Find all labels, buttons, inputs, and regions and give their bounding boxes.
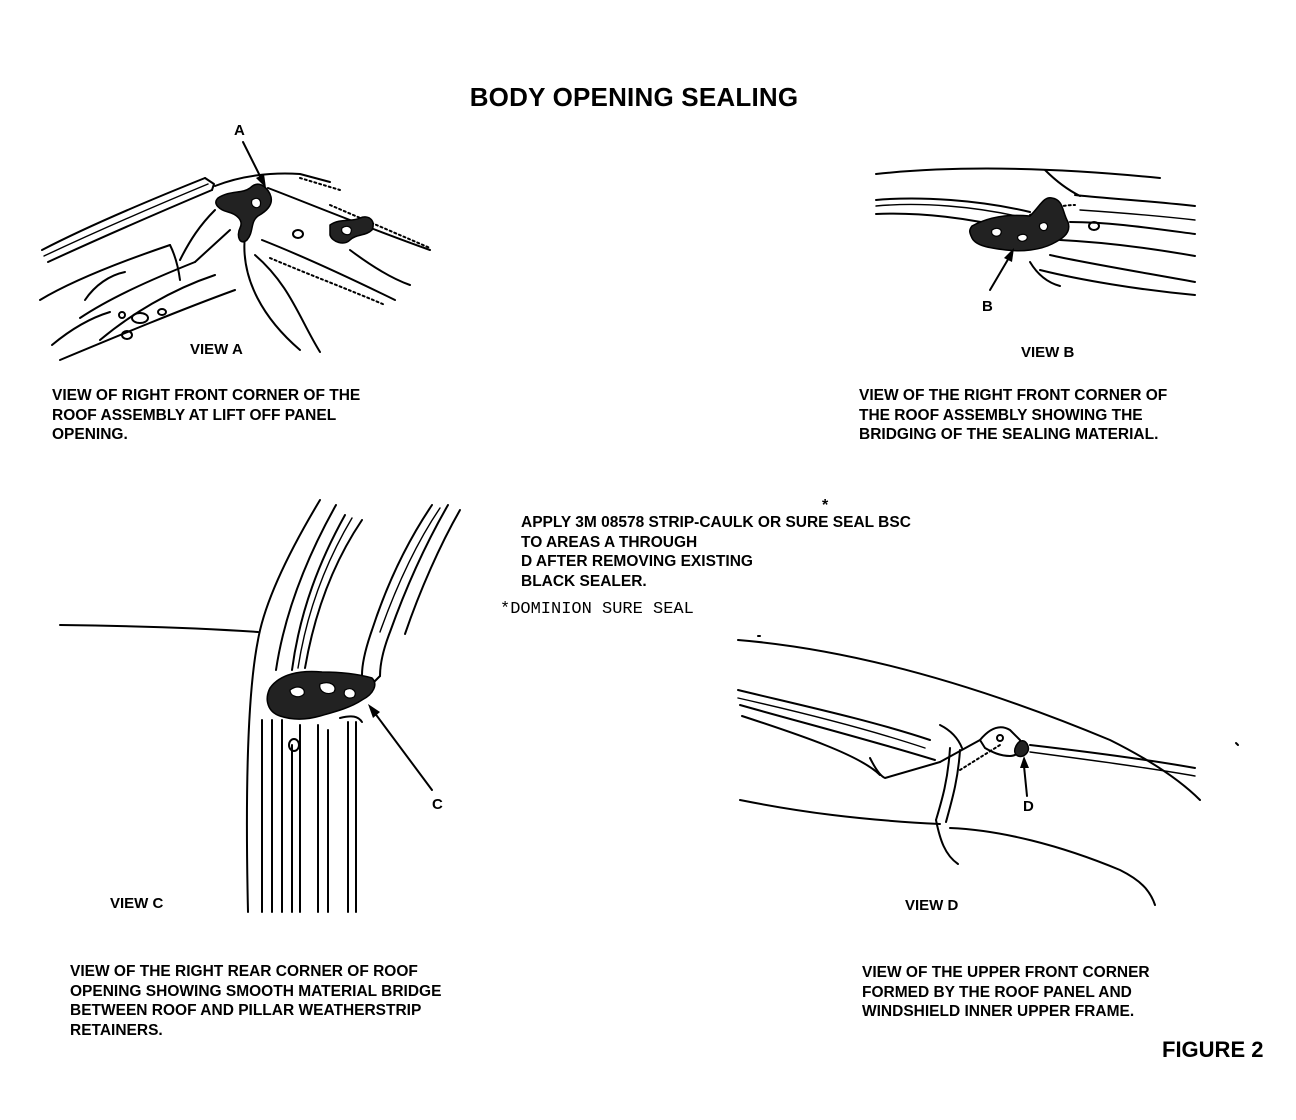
view-d-illustration <box>737 635 1239 906</box>
caption-line: FORMED BY THE ROOF PANEL AND <box>862 983 1132 1001</box>
caption-line: THE ROOF ASSEMBLY SHOWING THE <box>859 406 1143 424</box>
caption-line: BETWEEN ROOF AND PILLAR WEATHERSTRIP <box>70 1002 422 1019</box>
callout-a: A <box>234 122 245 139</box>
caption-line: VIEW OF THE UPPER FRONT CORNER <box>862 964 1150 981</box>
callout-d: D <box>1023 798 1034 815</box>
caption-line: BRIDGING OF THE SEALING MATERIAL. <box>859 426 1159 443</box>
caption-line: WINDSHIELD INNER UPPER FRAME. <box>862 1003 1135 1020</box>
callout-c: C <box>432 796 443 813</box>
asterisk-mark: * <box>822 497 829 514</box>
caption-line: ROOF ASSEMBLY AT LIFT OFF PANEL <box>52 406 337 424</box>
figure-label: FIGURE 2 <box>1162 1037 1264 1062</box>
instruction-line: APPLY 3M 08578 STRIP-CAULK OR SURE SEAL … <box>521 514 911 531</box>
view-b-label: VIEW B <box>1021 344 1075 361</box>
view-b-caption: VIEW OF THE RIGHT FRONT CORNER OF THE RO… <box>859 386 1167 445</box>
view-c-illustration <box>59 499 461 913</box>
view-b-illustration <box>875 167 1196 296</box>
instruction-line: TO AREAS A THROUGH <box>521 533 698 551</box>
caption-line: OPENING. <box>52 426 128 443</box>
view-d-label: VIEW D <box>905 897 959 914</box>
instruction-line: BLACK SEALER. <box>521 572 647 590</box>
footnote: *DOMINION SURE SEAL <box>500 600 694 619</box>
instruction-line: D AFTER REMOVING EXISTING <box>521 553 753 570</box>
view-d-caption: VIEW OF THE UPPER FRONT CORNER FORMED BY… <box>862 963 1150 1022</box>
caption-line: OPENING SHOWING SMOOTH MATERIAL BRIDGE <box>70 982 442 1000</box>
page-title: BODY OPENING SEALING <box>469 82 799 112</box>
caption-line: VIEW OF THE RIGHT REAR CORNER OF ROOF <box>70 963 418 980</box>
caption-line: VIEW OF RIGHT FRONT CORNER OF THE <box>52 387 361 404</box>
view-c-caption: VIEW OF THE RIGHT REAR CORNER OF ROOF OP… <box>70 962 441 1040</box>
instruction-text: APPLY 3M 08578 STRIP-CAULK OR SURE SEAL … <box>521 513 911 591</box>
callout-b: B <box>982 298 993 315</box>
caption-line: RETAINERS. <box>70 1021 163 1039</box>
caption-line: VIEW OF THE RIGHT FRONT CORNER OF <box>859 387 1168 404</box>
view-a-illustration <box>39 141 431 361</box>
view-a-label: VIEW A <box>190 341 243 358</box>
view-a-caption: VIEW OF RIGHT FRONT CORNER OF THE ROOF A… <box>52 386 360 445</box>
view-c-label: VIEW C <box>110 895 164 912</box>
